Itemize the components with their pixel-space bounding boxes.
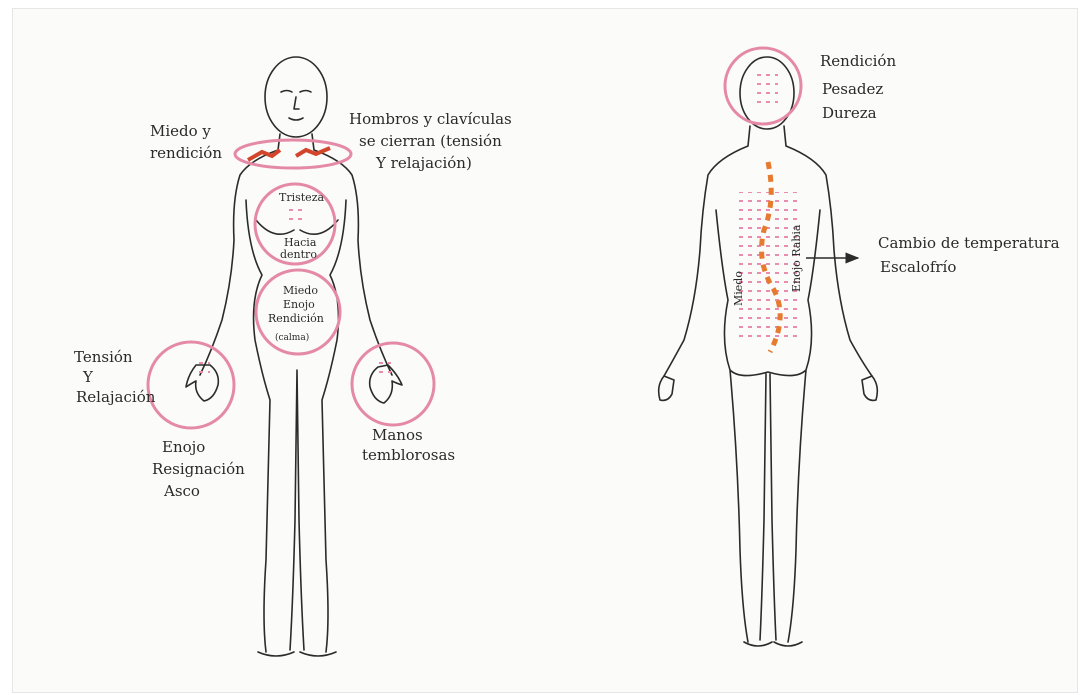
back-right-vertical-label: Enojo Rabia	[790, 224, 803, 292]
left-hand-dots	[375, 362, 391, 376]
back-head-dots	[754, 74, 778, 106]
belly-calm-label: (calma)	[275, 332, 309, 343]
chest-label: Tristeza	[279, 191, 324, 204]
back-head-label: Rendición Pesadez Dureza	[820, 52, 901, 122]
back-feet	[744, 642, 802, 646]
belly-label: Miedo Enojo Rendición	[268, 284, 324, 325]
front-mouth	[289, 118, 303, 120]
shoulders-label: Hombros y clavículas se cierran (tensión…	[349, 110, 517, 172]
back-hands	[659, 376, 878, 400]
shoulders-tension-ring	[235, 140, 351, 168]
chest-dots	[286, 208, 304, 224]
back-left-vertical-label: Miedo	[732, 271, 745, 306]
left-hand-label: Manos temblorosas	[362, 426, 455, 464]
chest-inner-label: Hacia dentro	[280, 236, 320, 261]
right-hand-lower-label: Enojo Resignación Asco	[152, 438, 250, 500]
neck-left-label: Miedo y rendición	[150, 122, 222, 162]
back-figure: Miedo Enojo Rabia Rendición Pesadez Dure…	[659, 48, 1065, 646]
front-feet	[258, 652, 336, 656]
front-eyes	[281, 91, 311, 93]
spine-arrow-label: Cambio de temperatura Escalofrío	[878, 234, 1064, 276]
front-nose	[294, 97, 299, 109]
front-figure: Miedo y rendición Hombros y clavículas s…	[74, 57, 517, 656]
right-hand-outer-label: Tensión Y Relajación	[74, 348, 156, 406]
right-hand-ring	[148, 342, 234, 428]
right-hand-dots	[194, 358, 210, 374]
